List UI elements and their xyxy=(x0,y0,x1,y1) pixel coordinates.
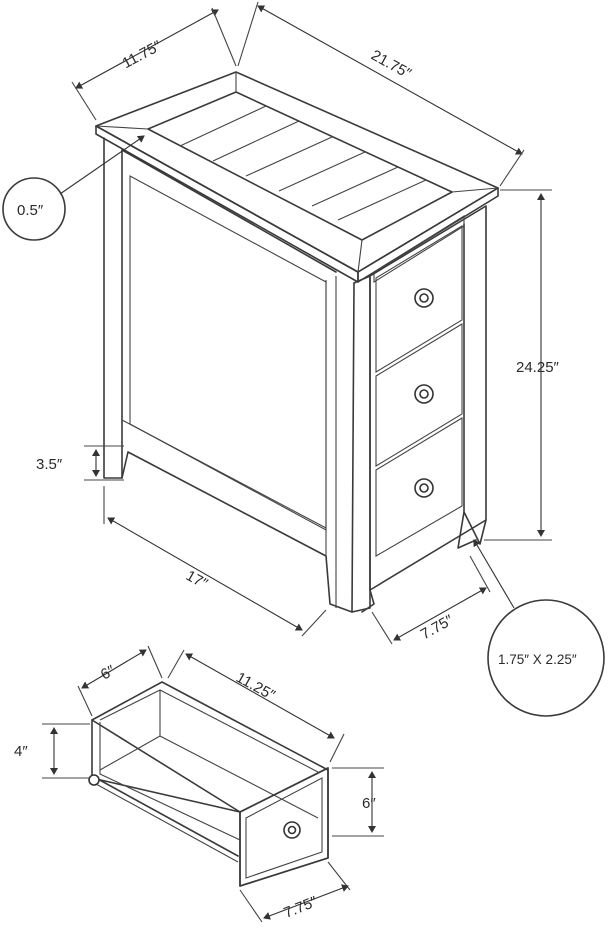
dim-side-length: 17″ xyxy=(103,486,327,637)
label-top-width: 21.75″ xyxy=(368,47,414,83)
label-drawer-front-width: 7.75″ xyxy=(281,893,320,922)
label-drawer-front-height: 6″ xyxy=(362,795,376,812)
end-table-drawing xyxy=(95,71,499,613)
label-drawer-length: 11.25″ xyxy=(233,669,278,704)
label-side-length: 17″ xyxy=(183,567,211,593)
dim-height: 24.25″ xyxy=(484,189,560,541)
dim-drawer-front-height: 6″ xyxy=(332,767,384,837)
label-drawer-width: 6″ xyxy=(98,662,119,684)
drawer-drawing xyxy=(88,681,329,887)
dim-drawer-height: 4″ xyxy=(14,723,90,779)
dim-front-width: 7.75″ xyxy=(371,555,491,645)
dim-drawer-length: 11.25″ xyxy=(167,649,345,763)
dim-drawer-front-width: 7.75″ xyxy=(239,861,351,923)
label-drawer-height: 4″ xyxy=(14,743,28,760)
label-top-depth: 11.75″ xyxy=(120,37,165,72)
front-panel xyxy=(351,205,487,613)
side-panel xyxy=(103,137,355,613)
label-top-thickness: 0.5″ xyxy=(17,202,44,219)
callout-circle-thickness xyxy=(2,177,66,241)
tabletop xyxy=(95,71,499,283)
label-height: 24.25″ xyxy=(516,359,560,376)
label-leg-height: 3.5″ xyxy=(36,456,63,473)
dim-leg-section: 1.75″ X 2.25″ xyxy=(473,539,605,717)
callout-circle-leg xyxy=(487,599,605,717)
dim-leg-height: 3.5″ xyxy=(36,445,124,481)
label-leg-section: 1.75″ X 2.25″ xyxy=(498,652,577,667)
dim-top-thickness: 0.5″ xyxy=(2,135,145,241)
